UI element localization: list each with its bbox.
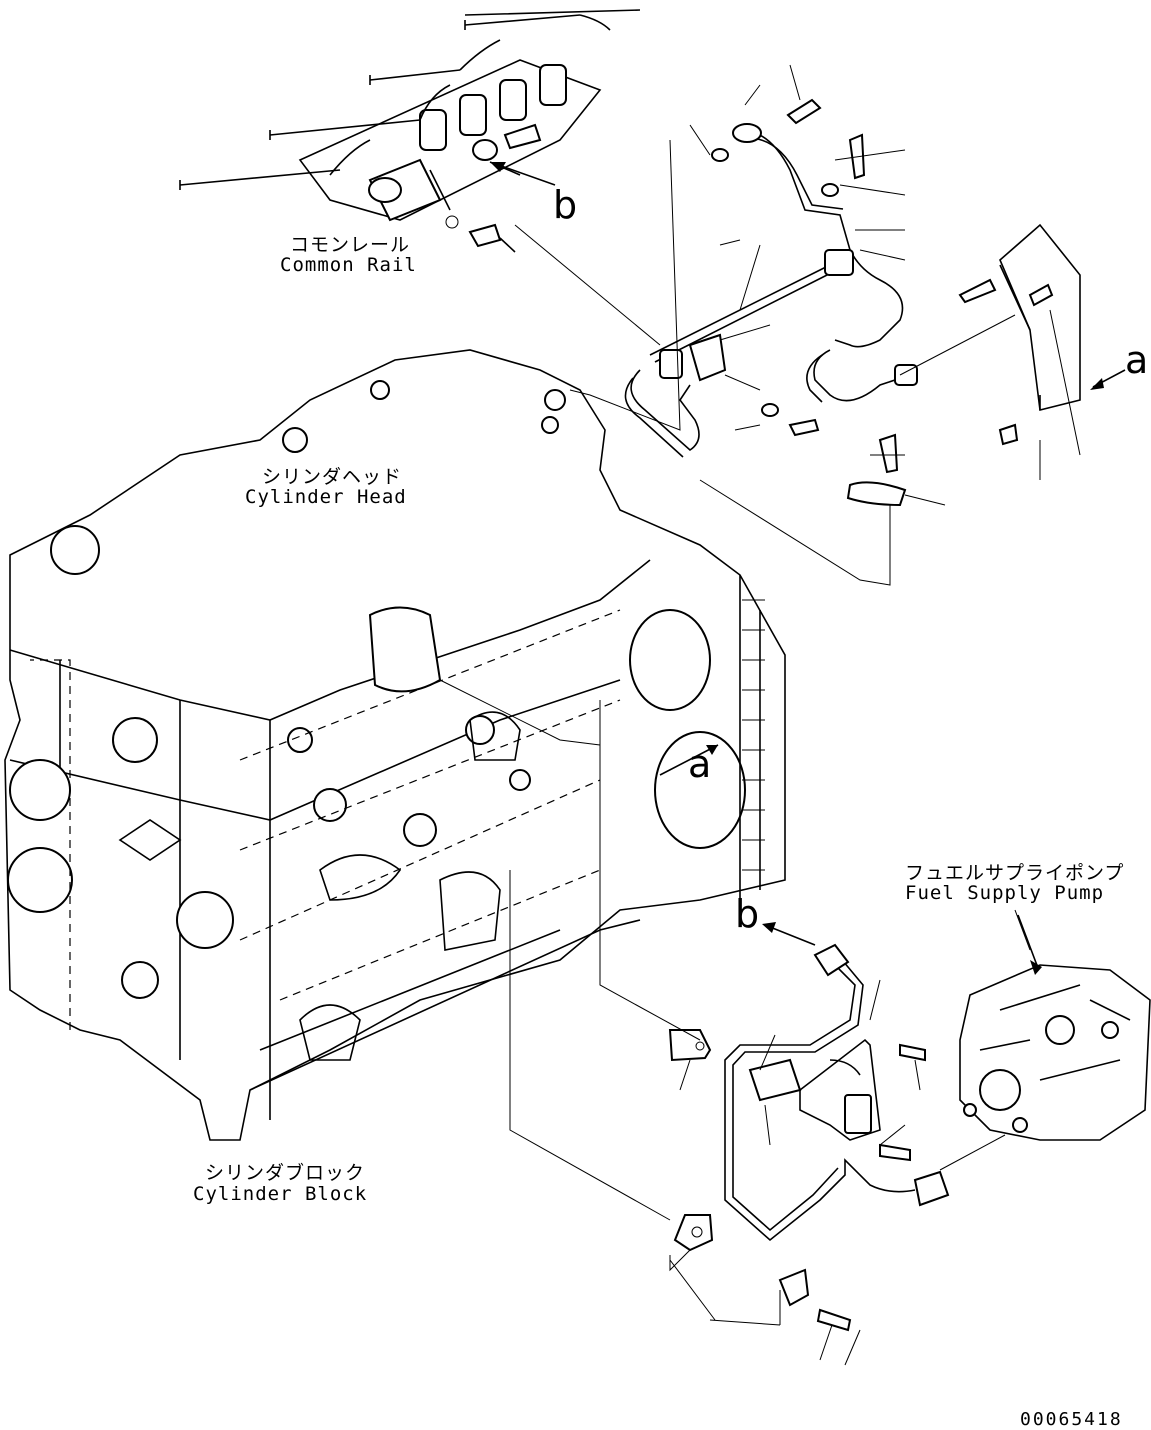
cylinder-head-label-en: Cylinder Head [245,486,407,508]
cylinder-head-label-jp: シリンダヘッド [262,466,403,488]
leader-lines-top [514,64,1081,586]
fuel-pump-label-jp: フュエルサプライポンプ [905,862,1125,884]
engine-block [4,349,786,1141]
arrow-a-top [1090,369,1126,390]
arrow-b-top [490,162,556,186]
marker-b-top: b [553,183,578,227]
arrow-b-lower [762,922,816,946]
drawing-number: 00065418 [1020,1409,1123,1430]
pump-pointer-line [1017,914,1039,969]
lower-pipe-group [668,943,1151,1332]
fuel-pump-label-en: Fuel Supply Pump [905,882,1105,904]
cylinder-block-label-en: Cylinder Block [193,1183,368,1205]
common-rail-label-jp: コモンレール [290,234,411,256]
cylinder-block-label-jp: シリンダブロック [205,1162,366,1184]
pump-pointer-arrow [1030,960,1042,975]
marker-a-top: a [1125,338,1149,382]
leader-lines-lower [439,679,1031,1366]
common-rail [179,9,641,253]
marker-a-block: a [688,742,712,786]
marker-b-lower: b [735,892,760,936]
arrow-a-block [659,744,719,776]
common-rail-label-en: Common Rail [280,254,417,276]
top-pipe-group [624,98,1081,507]
